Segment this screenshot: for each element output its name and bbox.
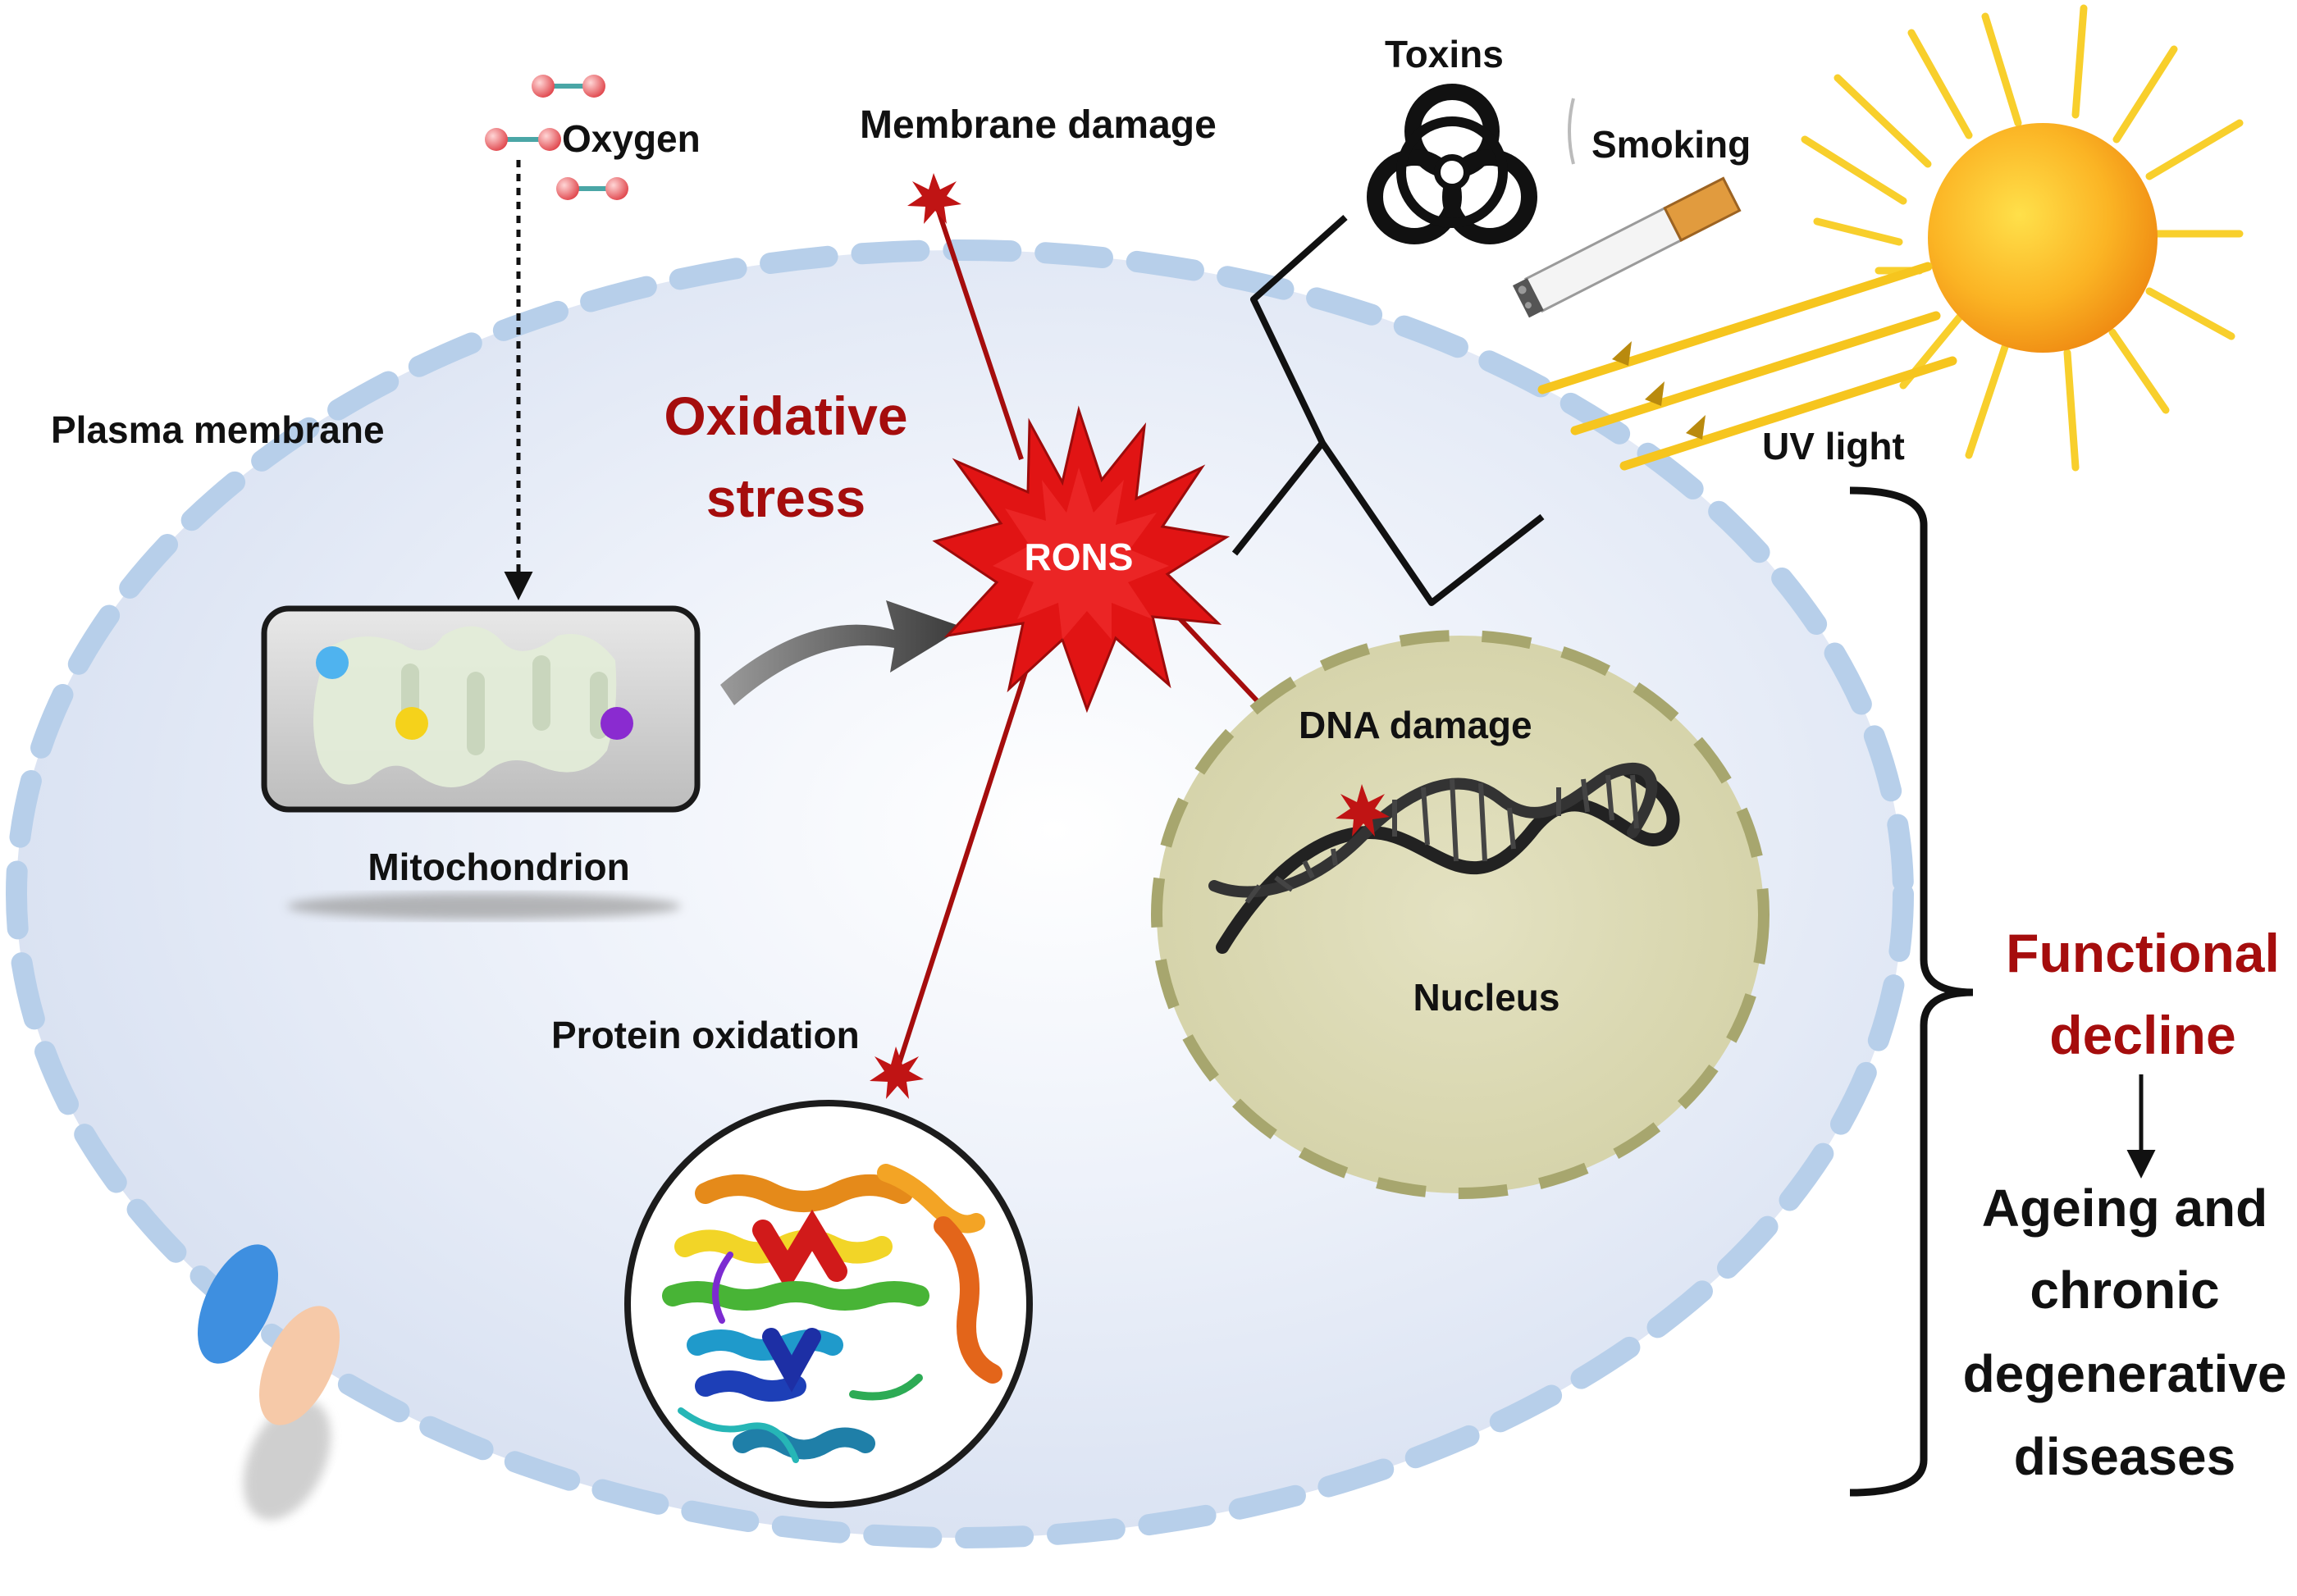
rons-burst	[932, 405, 1231, 714]
sun-disc	[1928, 123, 2158, 353]
membrane-damage-label: Membrane damage	[860, 103, 1217, 147]
dna-damage-burst	[1336, 784, 1390, 837]
plasma-membrane-label: Plasma membrane	[51, 408, 385, 451]
oxygen-molecule-icon	[485, 75, 628, 200]
functional-decline-bracket	[1849, 486, 1974, 1497]
uv-rays	[1537, 262, 1957, 471]
cigarette-icon	[1512, 176, 1742, 318]
biohazard-icon	[1367, 84, 1537, 244]
functional-decline-label-line1: Functional	[2006, 923, 2280, 983]
nucleus-envelope	[1151, 630, 1770, 1199]
outcome-label-line4: diseases	[2014, 1427, 2235, 1486]
oxygen-label: Oxygen	[562, 117, 701, 160]
damage-burst-icon	[870, 173, 1390, 1099]
rons-label: RONS	[1025, 536, 1134, 578]
smoke-wisp	[1568, 98, 1575, 165]
outcome-label-line3: degenerative	[1963, 1344, 2287, 1403]
mitochondrion-to-rons-arrow	[720, 600, 964, 705]
rons-to-protein-line	[896, 651, 1034, 1067]
outcome-label-line2: chronic	[2030, 1261, 2219, 1320]
functional-decline-label-line2: decline	[2049, 1005, 2235, 1065]
cell	[6, 239, 1914, 1548]
mito-particle-purple	[601, 707, 633, 740]
membrane-damage-burst	[907, 173, 961, 224]
dna-helix-icon	[1208, 763, 1680, 954]
uv-light-label: UV light	[1762, 425, 1905, 467]
sun-icon	[1801, 4, 2244, 472]
smoking-label: Smoking	[1591, 123, 1751, 166]
protein-structure-icon	[624, 1100, 1033, 1508]
toxins-label: Toxins	[1385, 33, 1504, 75]
mitochondrion-label: Mitochondrion	[368, 846, 629, 888]
nucleus-label: Nucleus	[1413, 976, 1560, 1019]
oxidative-stress-label-line2: stress	[706, 467, 866, 528]
mito-particle-blue	[316, 646, 349, 679]
cell-body	[16, 250, 1903, 1538]
protein-oxidation-label: Protein oxidation	[551, 1014, 860, 1056]
oxidative-stress-label-line1: Oxidative	[664, 385, 907, 446]
mitochondrion-shadow	[287, 893, 681, 919]
rons-to-membrane-line	[933, 200, 1024, 460]
plasma-membrane-outline	[6, 239, 1914, 1548]
dna-damage-label: DNA damage	[1299, 704, 1532, 746]
outcome-label-line1: Ageing and	[1982, 1179, 2267, 1238]
membrane-protein-icon	[198, 1244, 340, 1521]
mitochondrion-icon	[261, 605, 701, 813]
external-factors-bracket	[1231, 215, 1545, 606]
mito-particle-yellow	[395, 707, 428, 740]
protein-damage-burst	[870, 1047, 924, 1099]
